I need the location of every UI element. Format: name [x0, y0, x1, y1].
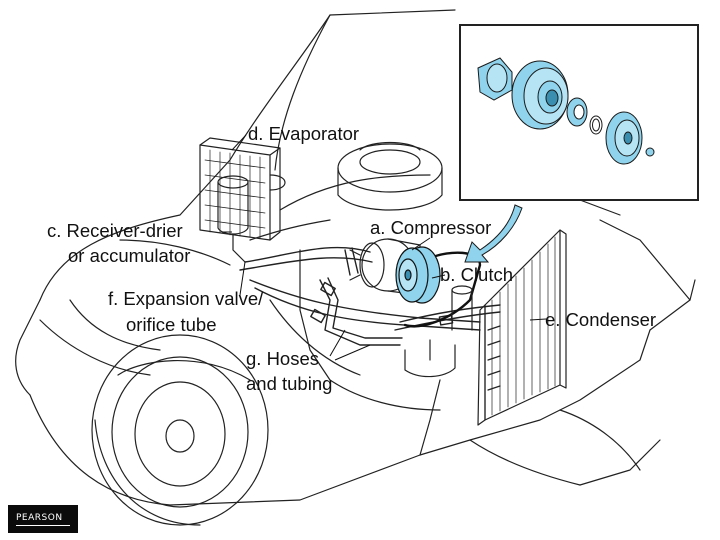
leader-lines	[222, 134, 547, 361]
label-compressor: a. Compressor	[370, 217, 492, 238]
callout-arrow	[464, 204, 523, 263]
air-cleaner	[337, 141, 443, 211]
label-expansion-valve-line2: orifice tube	[126, 314, 217, 335]
logo-text: PEARSON	[16, 513, 63, 523]
label-clutch: b. Clutch	[440, 264, 514, 285]
car-body	[15, 9, 696, 506]
drive-belt	[403, 251, 482, 328]
label-hoses-line1: g. Hoses	[246, 348, 320, 369]
logo-underline	[16, 525, 70, 526]
engine-lower	[404, 339, 456, 378]
condenser-unit	[451, 229, 567, 426]
label-expansion-valve-line1: f. Expansion valve/	[108, 288, 264, 309]
label-receiver-drier-line2: or accumulator	[68, 245, 191, 266]
pearson-logo: PEARSON	[8, 505, 78, 533]
clutch-inset	[459, 24, 699, 201]
label-receiver-drier-line1: c. Receiver-drier	[47, 220, 183, 241]
clutch-highlight	[395, 246, 441, 304]
receiver-drier	[217, 175, 249, 263]
evaporator-unit	[199, 137, 286, 241]
front-wheel	[91, 334, 269, 526]
label-evaporator: d. Evaporator	[248, 123, 360, 144]
label-condenser: e. Condenser	[545, 309, 657, 330]
hoses-tubing	[239, 246, 501, 346]
label-hoses-line2: and tubing	[246, 373, 333, 394]
